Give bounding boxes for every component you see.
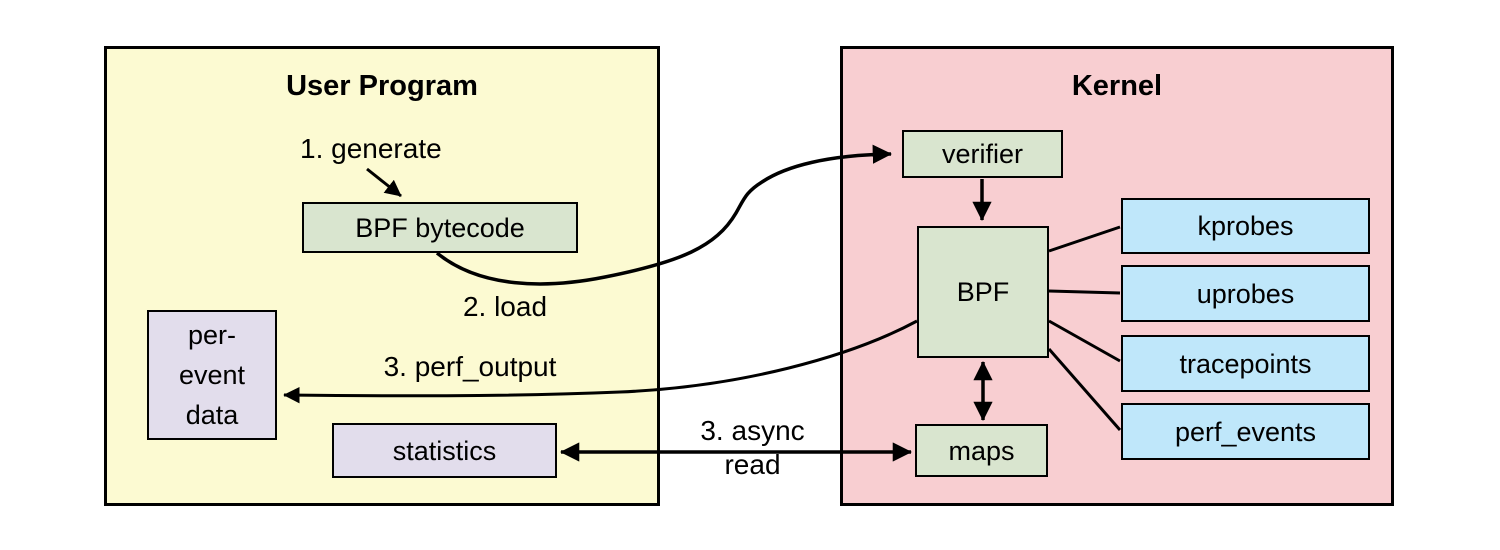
node-bpf-label: BPF	[956, 277, 1010, 307]
node-maps: maps	[915, 424, 1048, 477]
node-statistics-label: statistics	[392, 435, 497, 466]
edge-label-load: 2. load	[462, 291, 548, 322]
per-event-data-line3: data	[185, 400, 239, 430]
per-event-data-line1: per-	[187, 320, 236, 350]
node-verifier-label: verifier	[941, 139, 1023, 169]
node-tracepoints-label: tracepoints	[1179, 348, 1312, 379]
node-bpf: BPF	[917, 226, 1049, 358]
node-kprobes-label: kprobes	[1197, 211, 1294, 241]
edge-label-generate: 1. generate	[300, 133, 442, 164]
node-statistics: statistics	[332, 423, 557, 478]
node-uprobes-label: uprobes	[1196, 278, 1295, 309]
node-bpf-bytecode: BPF bytecode	[302, 202, 578, 253]
async-read-line1: 3. async	[700, 415, 805, 446]
node-kprobes: kprobes	[1121, 198, 1370, 254]
node-bpf-bytecode-label: BPF bytecode	[355, 212, 525, 243]
user-program-title: User Program	[286, 70, 478, 102]
edge-label-perf-output: 3. perf_output	[383, 351, 557, 382]
kernel-title: Kernel	[1071, 70, 1163, 102]
node-maps-label: maps	[948, 435, 1015, 466]
edge-label-async-read: 3. async read	[660, 414, 845, 482]
node-perf-events-label: perf_events	[1174, 416, 1317, 447]
node-verifier: verifier	[902, 130, 1063, 178]
node-tracepoints: tracepoints	[1121, 335, 1370, 392]
async-read-line2: read	[724, 449, 781, 480]
node-per-event-data: per- event data	[147, 310, 277, 440]
node-perf-events: perf_events	[1121, 403, 1370, 460]
per-event-data-line2: event	[178, 360, 246, 390]
node-uprobes: uprobes	[1121, 265, 1370, 322]
